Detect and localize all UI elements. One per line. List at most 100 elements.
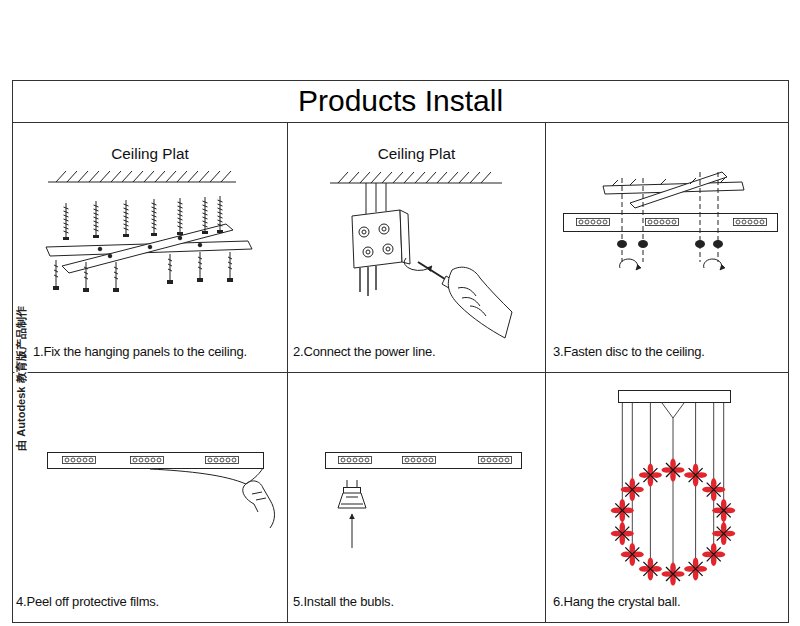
wood-screw [202, 197, 208, 234]
bolt [227, 252, 233, 282]
wood-screw [177, 198, 183, 235]
canopy-plate [206, 457, 239, 464]
screwdriver-hand [448, 267, 512, 338]
ceiling-hatch [48, 182, 236, 183]
mounting-rail [108, 254, 112, 258]
panel-heading: Ceiling Plat [288, 145, 545, 163]
bulb [341, 497, 363, 504]
canopy-plate [48, 453, 264, 469]
canopy-plate [131, 457, 164, 464]
canopy-plate [326, 453, 522, 469]
nut [638, 240, 648, 248]
step-caption: 4.Peel off protective films. [16, 594, 159, 610]
nut [617, 240, 627, 248]
ceiling-hatch [338, 172, 491, 183]
canopy-plate [577, 219, 610, 226]
crystal-ornament [611, 459, 735, 586]
bulb [352, 514, 353, 548]
mounting-rail [612, 177, 726, 186]
wood-screw [151, 199, 157, 236]
junction-box [363, 247, 373, 257]
nut [713, 240, 723, 248]
canopy-plate [48, 453, 264, 469]
crystal-ornament [611, 522, 634, 545]
mounting-rail [98, 247, 102, 251]
bolt [113, 262, 119, 292]
ceiling-hatch [330, 172, 502, 183]
watermark: 由 Autodesk 教育版产品制作 [15, 305, 28, 451]
canopy-plate [564, 214, 778, 232]
junction-box [359, 227, 369, 237]
canopy-plate [403, 457, 436, 464]
crystal-ornament [702, 478, 725, 501]
canopy-plate [734, 219, 767, 226]
crystal-ornament [702, 543, 725, 566]
crystal-ornament [712, 499, 735, 522]
canopy-plate [339, 457, 372, 464]
junction-box [362, 230, 366, 234]
mounting-rail [148, 245, 152, 249]
screwdriver-hand [418, 262, 448, 281]
crystal-ornament [621, 543, 644, 566]
canopy-plate [63, 457, 96, 464]
step-panel: 6.Hang the crystal ball. [545, 372, 789, 623]
canopy-plate [646, 219, 679, 226]
junction-box [352, 210, 402, 268]
panel-heading: Ceiling Plat [13, 145, 287, 163]
canopy-plate [564, 214, 778, 232]
crystal-ornament [639, 464, 662, 487]
protective-film-hand [150, 469, 246, 484]
screwdriver-hand [404, 258, 432, 270]
bolt [53, 252, 233, 292]
junction-box [386, 247, 390, 251]
canopy-plate [479, 457, 512, 464]
turn-arrow [620, 259, 638, 270]
mounting-rail [198, 243, 202, 247]
junction-box [379, 224, 389, 234]
step-caption: 6.Hang the crystal ball. [553, 594, 680, 610]
bulb [347, 480, 357, 487]
screwdriver-hand [458, 287, 486, 316]
crystal-ornament [662, 563, 685, 586]
step-panel: 4.Peel off protective films. [12, 372, 288, 623]
junction-box [382, 227, 386, 231]
screwdriver-hand [404, 258, 512, 338]
turn-arrow [620, 259, 722, 270]
bolt [83, 262, 89, 292]
protective-film-hand [150, 468, 275, 528]
turn-arrow [704, 259, 722, 270]
bolt [53, 260, 59, 290]
junction-box [366, 250, 370, 254]
crystal-ornament [621, 478, 644, 501]
wood-screw [217, 196, 223, 233]
mounting-rail [178, 236, 182, 240]
wood-screw [63, 203, 69, 240]
crystal-ornament [611, 499, 634, 522]
mounting-rail [603, 172, 744, 208]
ceiling-hatch [56, 171, 231, 182]
protective-film-hand [244, 481, 275, 528]
step-panel: Ceiling Plat1.Fix the hanging panels to … [12, 122, 288, 373]
crystal-ornament [639, 557, 662, 580]
guide-line [622, 172, 718, 262]
ceiling-hatch [48, 171, 236, 182]
junction-box [366, 183, 386, 214]
mounting-rail [630, 172, 727, 208]
step-panel: Ceiling Plat 2.Connect the power line. [287, 122, 546, 373]
step-panel: 5.Install the bubls. [287, 372, 546, 623]
step-caption: 2.Connect the power line. [293, 344, 435, 360]
junction-box [360, 266, 376, 296]
protective-film-hand [243, 486, 266, 512]
guide-line [622, 172, 718, 262]
crystal-ornament [684, 557, 707, 580]
chandelier-canopy [619, 391, 731, 403]
crystal-ornament [684, 464, 707, 487]
nut [695, 240, 705, 248]
nut [617, 240, 723, 248]
page-title: Products Install [12, 80, 789, 122]
step-caption: 3.Fasten disc to the ceiling. [553, 344, 705, 360]
junction-box [400, 210, 410, 264]
bolt [197, 252, 203, 282]
ceiling-hatch [330, 183, 502, 184]
